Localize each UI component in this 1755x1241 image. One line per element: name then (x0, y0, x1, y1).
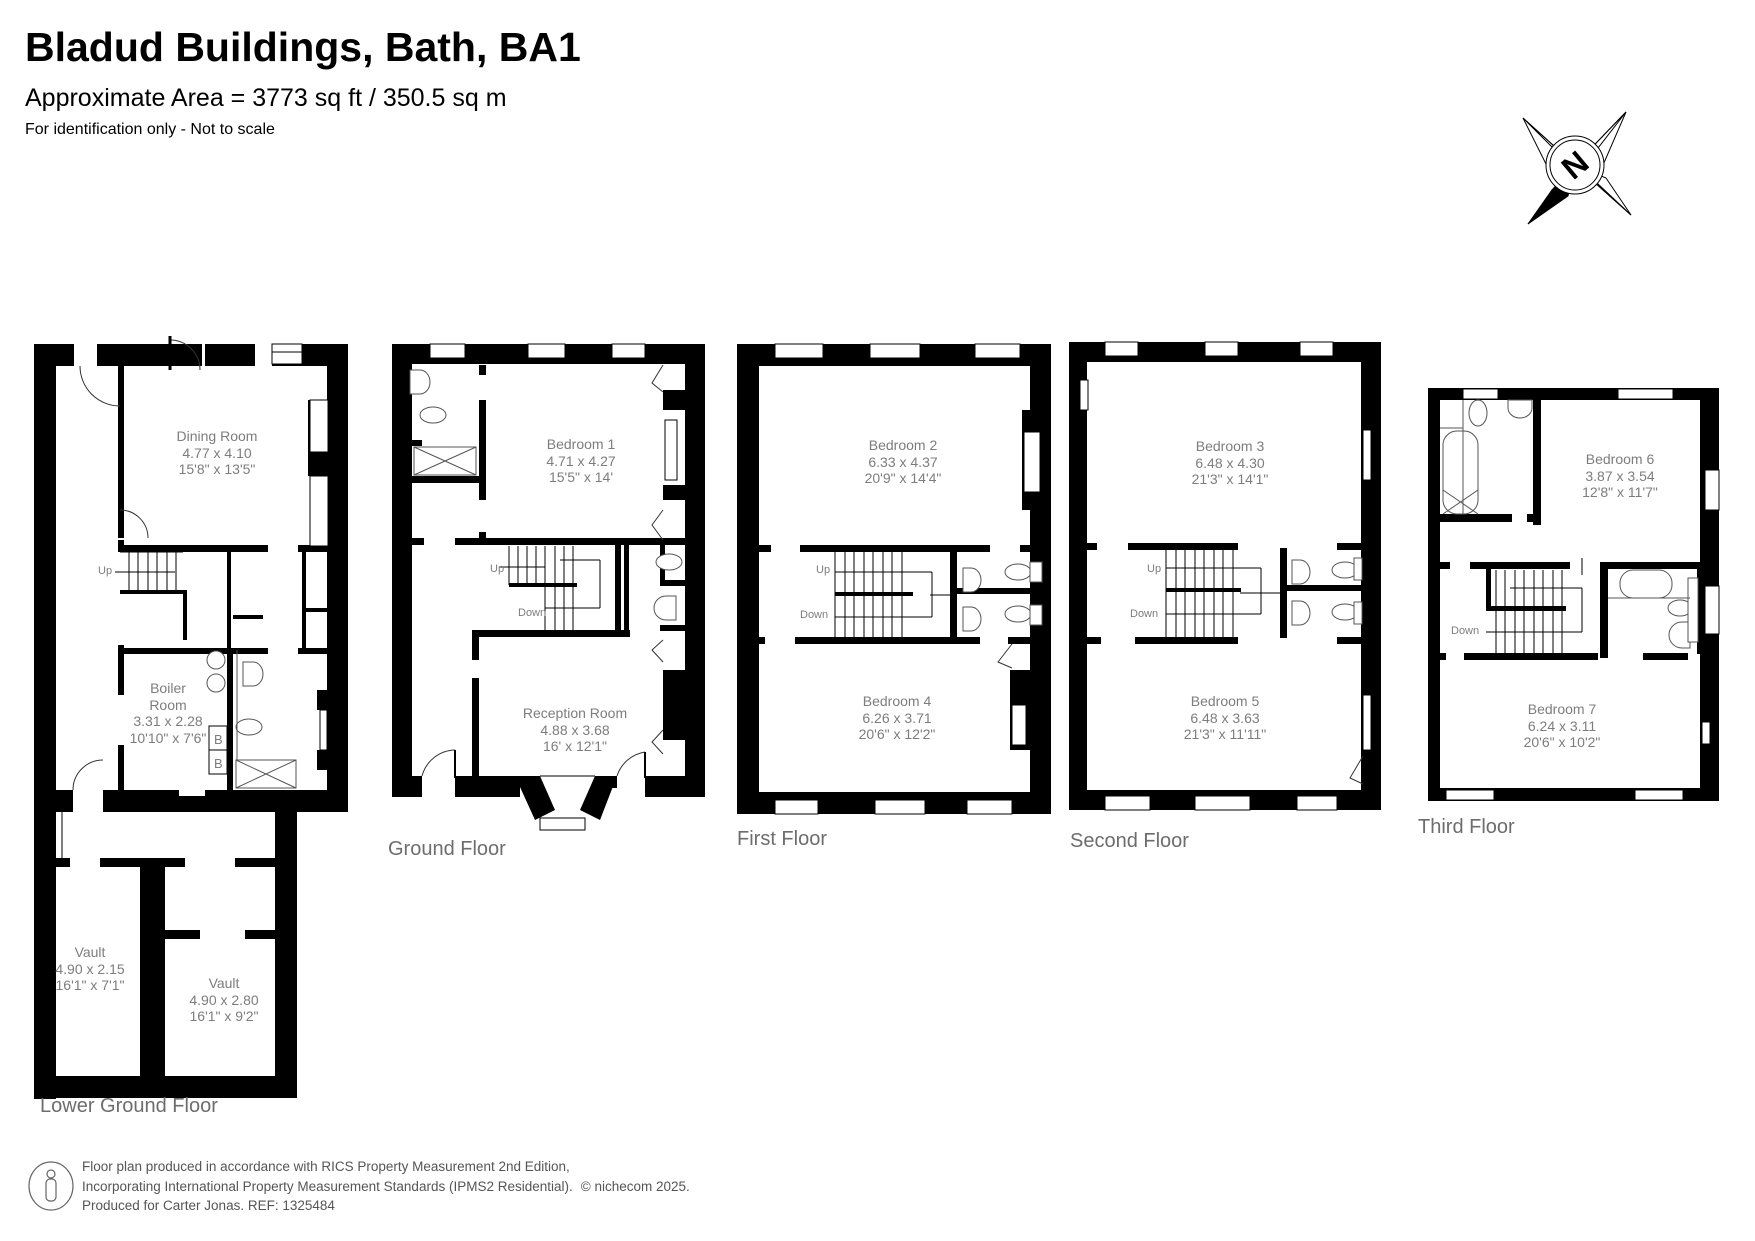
floor-label-ground: Ground Floor (388, 838, 506, 860)
footer-line-3: Produced for Carter Jonas. REF: 1325484 (82, 1198, 335, 1213)
room-label-bedroom-1: Bedroom 1 4.71 x 4.27 15'5" x 14' (546, 436, 616, 485)
room-label-reception-room: Reception Room 4.88 x 3.68 16' x 12'1" (522, 705, 628, 754)
room-label-dining-room: Dining Room 4.77 x 4.10 15'8" x 13'5" (176, 428, 258, 477)
person-icon (28, 1161, 74, 1211)
footer-line-2: Incorporating International Property Mea… (82, 1178, 573, 1194)
ground-floor-plan (392, 343, 705, 831)
room-label-boiler-room: Boiler Room 3.31 x 2.28 10'10" x 7'6" (129, 680, 207, 746)
third-floor-plan (1428, 388, 1720, 801)
approximate-area: Approximate Area = 3773 sq ft / 350.5 sq… (25, 84, 507, 112)
room-label-vault-2: Vault 4.90 x 2.80 16'1" x 9'2" (189, 975, 259, 1024)
room-label-bedroom-4: Bedroom 4 6.26 x 3.71 20'6" x 12'2" (858, 693, 936, 742)
room-label-bedroom-5: Bedroom 5 6.48 x 3.63 21'3" x 11'11" (1183, 693, 1267, 742)
stairs-down-label: Down (800, 609, 829, 621)
stairs-up-label: Up (1147, 563, 1162, 575)
page-title: Bladud Buildings, Bath, BA1 (25, 24, 581, 70)
floor-label-first: First Floor (737, 828, 827, 850)
footer-credits: Floor plan produced in accordance with R… (82, 1157, 690, 1216)
copyright: © nichecom 2025. (580, 1178, 690, 1194)
floor-label-lower-ground: Lower Ground Floor (40, 1095, 218, 1117)
room-label-vault-1: Vault 4.90 x 2.15 16'1" x 7'1" (55, 944, 125, 993)
room-label-bedroom-2: Bedroom 2 6.33 x 4.37 20'9" x 14'4" (864, 437, 942, 486)
disclaimer-note: For identification only - Not to scale (25, 121, 275, 138)
stairs-up-label: Up (490, 563, 505, 575)
footer-line-1: Floor plan produced in accordance with R… (82, 1159, 570, 1174)
lower-ground-floor-plan (34, 336, 348, 1099)
first-floor-plan (737, 343, 1051, 815)
stairs-up-label: Up (98, 565, 113, 577)
room-label-bedroom-7: Bedroom 7 6.24 x 3.11 20'6" x 10'2" (1523, 701, 1601, 750)
floor-label-second: Second Floor (1070, 830, 1189, 852)
second-floor-plan (1069, 341, 1381, 811)
stairs-down-label: Down (1451, 625, 1480, 637)
stairs-down-label: Down (518, 607, 547, 619)
floor-label-third: Third Floor (1418, 816, 1515, 838)
room-label-bedroom-3: Bedroom 3 6.48 x 4.30 21'3" x 14'1" (1191, 438, 1269, 487)
stairs-up-label: Up (816, 564, 831, 576)
boiler-mark: B (214, 756, 223, 771)
boiler-mark: B (214, 732, 223, 747)
stairs-down-label: Down (1130, 608, 1159, 620)
room-label-bedroom-6: Bedroom 6 3.87 x 3.54 12'8" x 11'7" (1582, 451, 1658, 500)
